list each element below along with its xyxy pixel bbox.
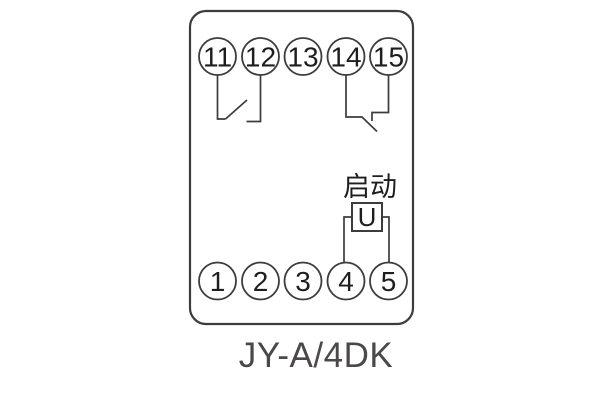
contact-11-12-seat-lead xyxy=(246,75,262,123)
terminal-number: 11 xyxy=(203,42,232,73)
terminal-4: 4 xyxy=(326,261,366,301)
terminal-row-top: 11 12 13 14 15 xyxy=(198,37,408,76)
terminal-circle xyxy=(326,37,366,76)
terminal-2: 2 xyxy=(241,261,280,301)
element-lead-left xyxy=(343,216,352,263)
terminal-13: 13 xyxy=(283,37,323,76)
device-outline xyxy=(188,9,415,326)
terminal-3: 3 xyxy=(283,261,323,301)
terminal-12: 12 xyxy=(241,37,280,76)
contact-11-12-blade xyxy=(224,99,248,120)
terminal-5: 5 xyxy=(369,261,408,301)
model-label: JY-A/4DK xyxy=(239,336,393,375)
terminal-15: 15 xyxy=(369,37,408,76)
terminal-number: 1 xyxy=(210,266,226,297)
terminal-number: 13 xyxy=(287,42,318,73)
terminal-11: 11 xyxy=(198,37,237,76)
terminal-circle xyxy=(198,37,237,76)
terminal-circle xyxy=(369,261,408,301)
terminal-circle xyxy=(241,261,280,301)
terminal-1: 1 xyxy=(198,261,237,301)
start-label: 启动 xyxy=(343,172,397,202)
contact-14-15 xyxy=(345,75,390,133)
terminal-circle xyxy=(198,261,237,301)
terminal-number: 12 xyxy=(245,42,276,73)
element-symbol: U xyxy=(358,202,377,232)
terminal-row-bottom: 1 2 3 4 5 xyxy=(198,261,408,301)
terminal-number: 4 xyxy=(338,266,354,297)
terminal-number: 5 xyxy=(381,266,397,297)
terminal-number: 2 xyxy=(253,266,269,297)
element-lead-right xyxy=(382,216,390,263)
terminal-number: 3 xyxy=(295,266,311,297)
terminal-14: 14 xyxy=(326,37,366,76)
terminal-circle xyxy=(283,37,323,76)
terminal-circle xyxy=(241,37,280,76)
contact-11-12 xyxy=(216,75,262,123)
contact-11-12-fixed-lead xyxy=(216,75,226,120)
terminal-number: 14 xyxy=(330,42,361,73)
contact-14-15-seat-lead xyxy=(371,75,390,121)
start-element: 启动 U xyxy=(343,172,397,263)
contact-14-15-blade-lead xyxy=(345,75,378,133)
element-box xyxy=(351,202,383,232)
terminal-circle xyxy=(326,261,366,301)
terminal-circle xyxy=(283,261,323,301)
terminal-circle xyxy=(369,37,408,76)
terminal-number: 15 xyxy=(373,42,404,73)
